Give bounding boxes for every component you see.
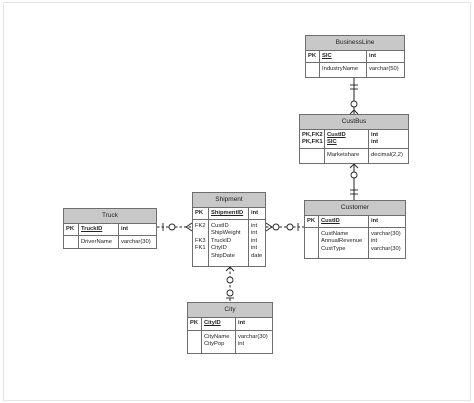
pk-field-type: int [251, 210, 259, 216]
attribute-types: varchar(30) int [238, 334, 268, 348]
diagram-frame [3, 2, 471, 401]
pk-field-name: CustID SIC [327, 132, 346, 146]
rel-custbus-customer [349, 163, 359, 200]
attribute-names: DriverName [81, 239, 112, 245]
pk-key-label: PK [190, 320, 199, 326]
rel-shipment-customer [265, 222, 304, 232]
attribute-names: Marketshare [327, 152, 360, 158]
pk-row: PK,FK2 PK,FK1 CustID SIC int int [300, 130, 408, 149]
pk-key-label: PK [308, 53, 317, 59]
entity-title: City [188, 303, 272, 318]
pk-field-name: CustID [321, 218, 340, 224]
pk-field-name: ShipmentID [211, 210, 244, 216]
attribute-types: int int int int date [251, 223, 263, 259]
attribute-types: varchar(30) [121, 239, 151, 245]
attribute-types: varchar(50) [369, 66, 399, 72]
entity-custbus[interactable]: CustBus PK,FK2 PK,FK1 CustID SIC int int… [299, 114, 409, 164]
entity-businessline[interactable]: BusinessLine PK SIC int IndustryName var… [305, 35, 405, 78]
entity-customer[interactable]: Customer PK CustID int CustName AnnualRe… [304, 200, 406, 259]
rel-truck-shipment [157, 222, 193, 232]
pk-key-label: PK [66, 226, 75, 232]
entity-title: CustBus [300, 115, 408, 130]
attribute-row: Marketshare decimal(2,2) [300, 149, 408, 164]
entity-shipment[interactable]: Shipment PK ShipmentID int FK2 FK3 FK1 C… [192, 192, 266, 267]
pk-key-label: PK [195, 210, 204, 216]
pk-field-type: int [238, 320, 246, 326]
pk-field-name: TruckID [81, 226, 103, 232]
attribute-row: CityName CityPop varchar(30) int [188, 331, 272, 354]
pk-field-type: int [371, 218, 379, 224]
attribute-names: CustID ShipWeight TruckID CityID ShipDat… [211, 223, 241, 259]
fk-key-labels: FK2 FK3 FK1 [195, 223, 206, 252]
attribute-names: CityName CityPop [204, 334, 230, 348]
attribute-row: CustName AnnualRevenue CustType varchar(… [305, 228, 405, 259]
entity-title: Customer [305, 201, 405, 216]
pk-key-label: PK,FK2 PK,FK1 [302, 132, 323, 146]
attribute-names: CustName AnnualRevenue CustType [321, 231, 363, 252]
attribute-types: decimal(2,2) [371, 152, 403, 158]
rel-shipment-city [225, 266, 235, 302]
entity-title: BusinessLine [306, 36, 404, 51]
pk-row: PK SIC int [306, 51, 404, 63]
pk-field-type: int [369, 53, 377, 59]
pk-field-type: int int [371, 132, 379, 146]
pk-field-name: SIC [322, 53, 332, 59]
entity-title: Truck [64, 209, 156, 224]
rel-businessline-custbus [349, 78, 359, 115]
pk-row: PK CityID int [188, 318, 272, 331]
pk-field-name: CityID [204, 320, 221, 326]
pk-row: PK CustID int [305, 216, 405, 228]
attribute-row: IndustryName varchar(50) [306, 63, 404, 78]
pk-field-type: int [121, 226, 129, 232]
pk-row: PK ShipmentID int [193, 208, 265, 220]
pk-row: PK TruckID int [64, 224, 156, 236]
attribute-types: varchar(30) int varchar(30) [371, 231, 401, 252]
attribute-names: IndustryName [322, 66, 359, 72]
entity-truck[interactable]: Truck PK TruckID int DriverName varchar(… [63, 208, 157, 249]
pk-key-label: PK [307, 218, 316, 224]
attribute-row: DriverName varchar(30) [64, 236, 156, 249]
attribute-row: FK2 FK3 FK1 CustID ShipWeight TruckID Ci… [193, 220, 265, 267]
entity-city[interactable]: City PK CityID int CityName CityPop varc… [187, 302, 273, 354]
entity-title: Shipment [193, 193, 265, 208]
